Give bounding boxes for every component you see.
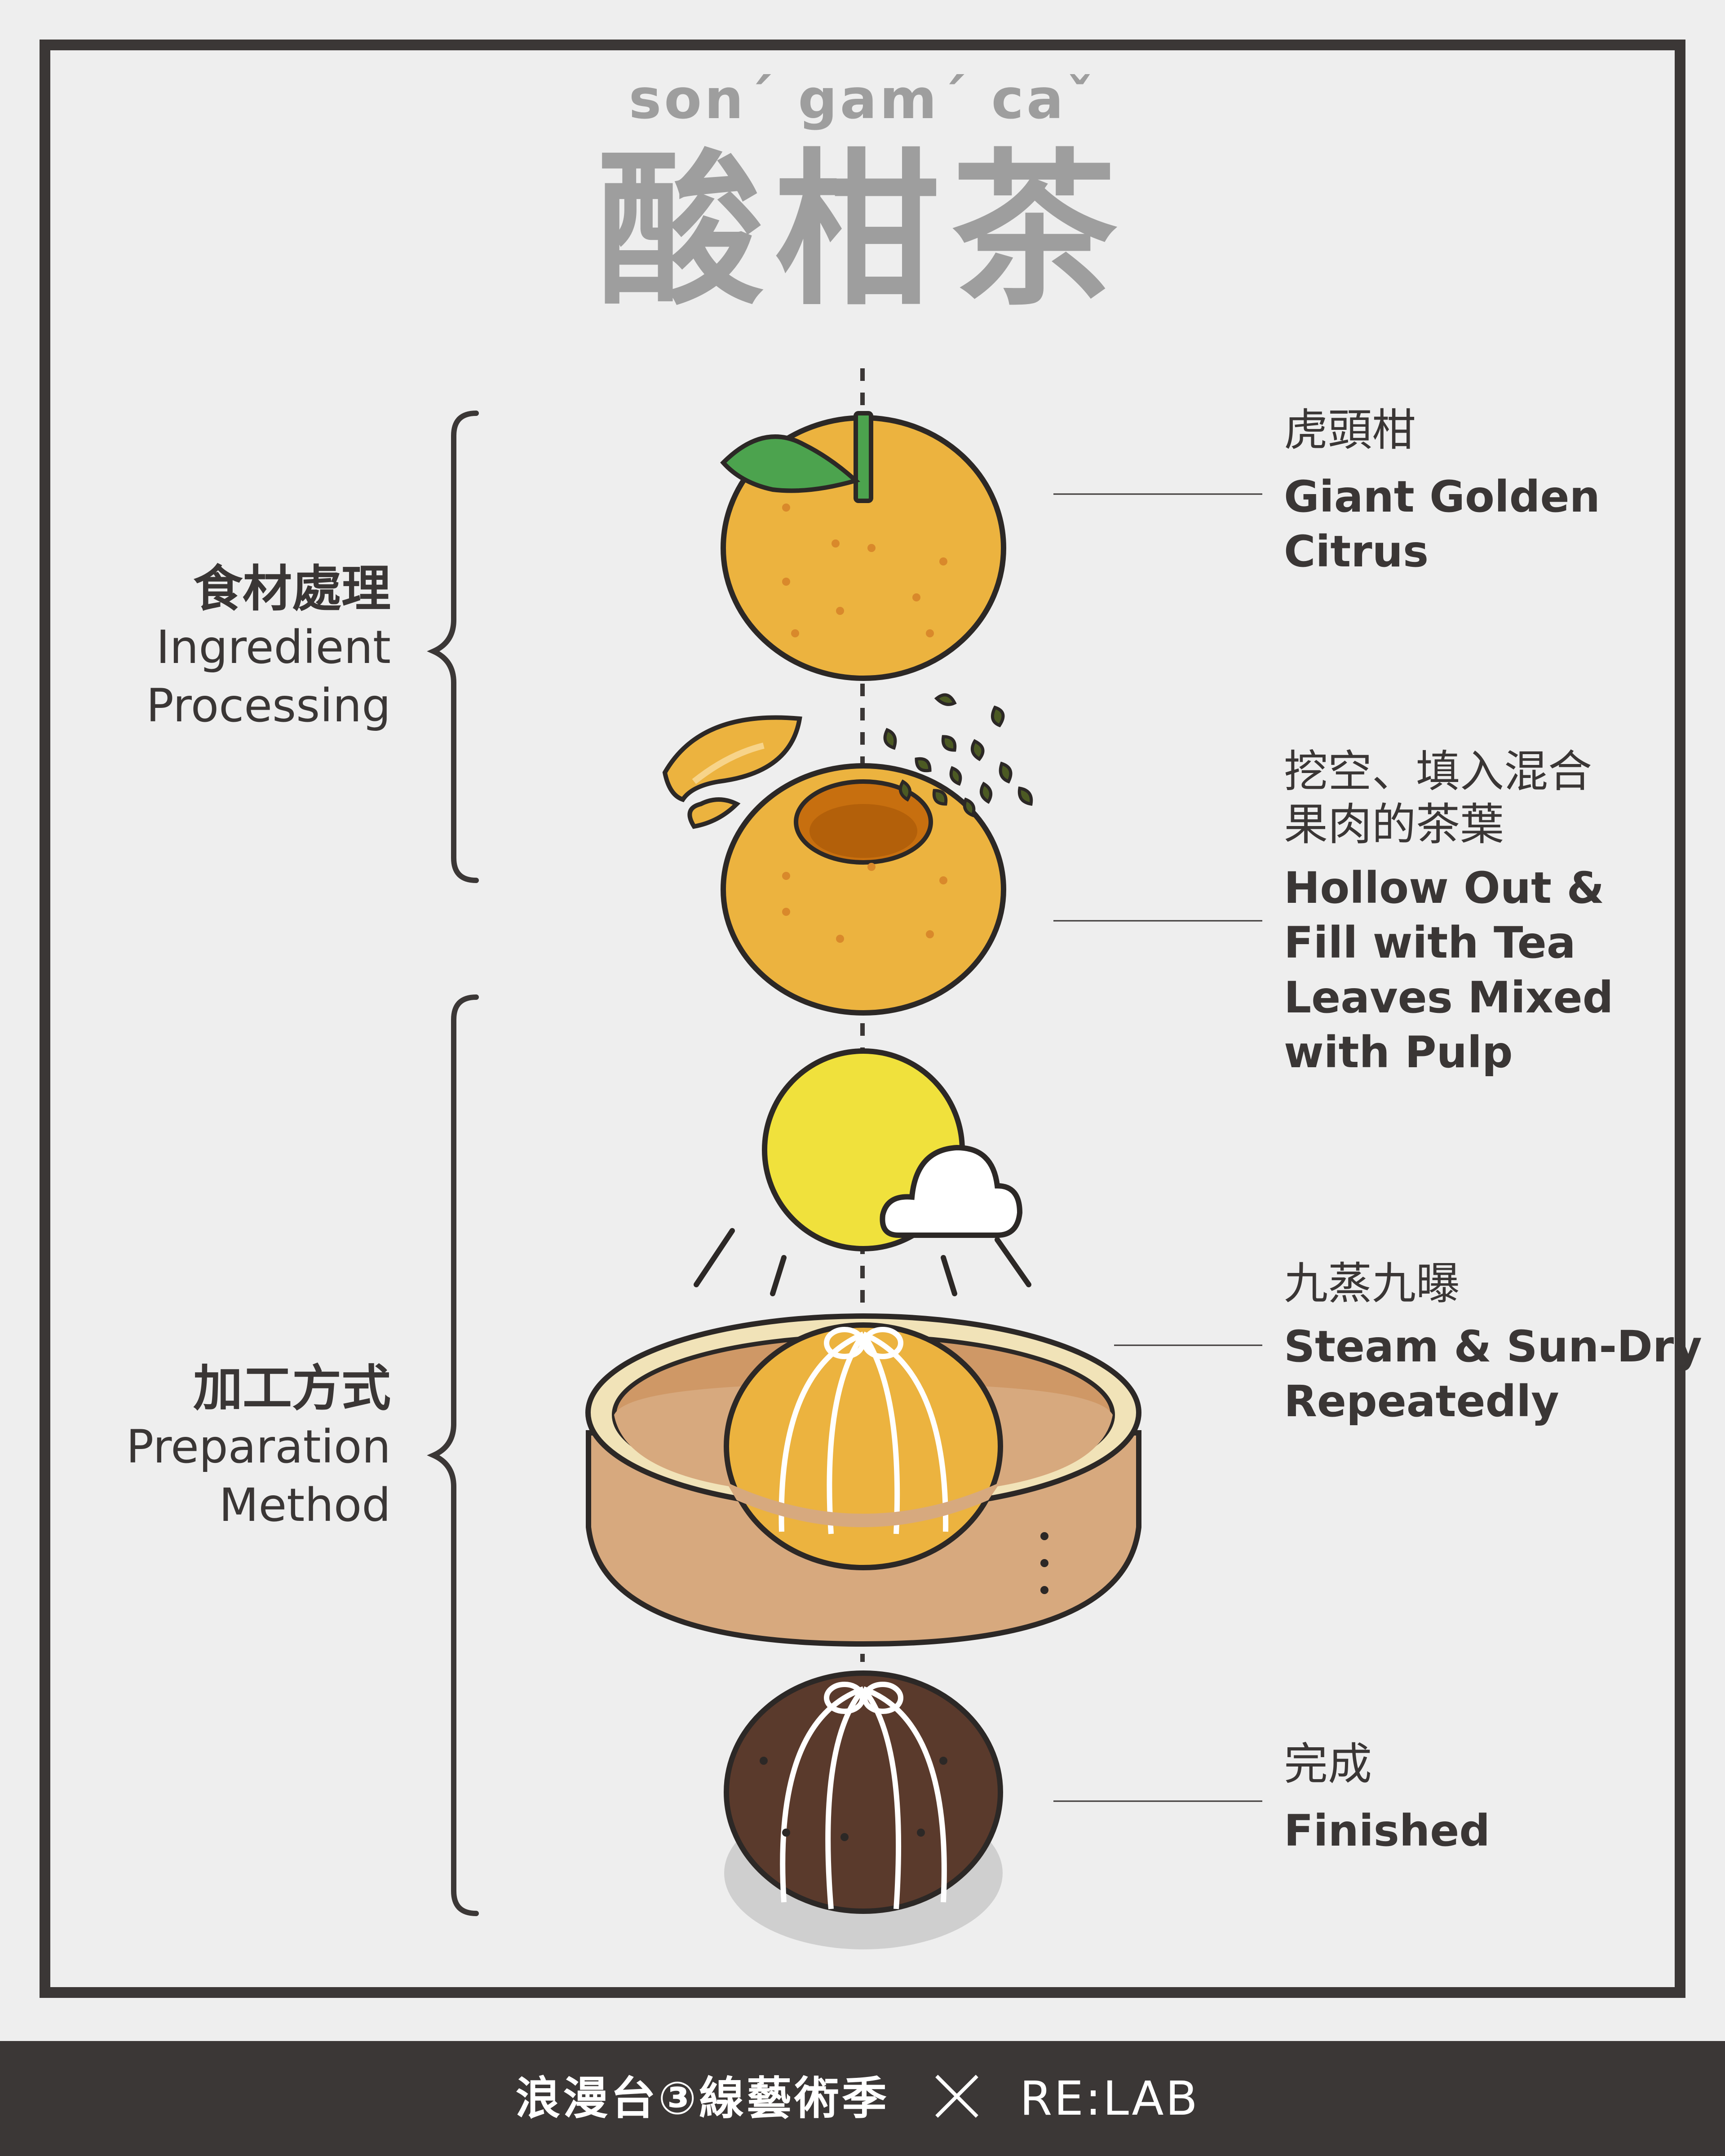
citrus-icon bbox=[720, 411, 1006, 681]
leader-lines bbox=[1053, 493, 1262, 1802]
step-2-en-2: Fill with Tea bbox=[1284, 918, 1576, 968]
step-3-zh: 九蒸九曝 bbox=[1284, 1258, 1460, 1309]
step-4-zh: 完成 bbox=[1284, 1739, 1372, 1790]
tied-citrus-icon bbox=[724, 1322, 1003, 1570]
category-preparation: 加工方式 Preparation Method bbox=[126, 1359, 391, 1534]
cloud-icon bbox=[880, 1144, 1023, 1238]
step-1-zh: 虎頭柑 bbox=[1284, 405, 1416, 456]
peel-icon bbox=[662, 715, 802, 829]
border-frame bbox=[40, 40, 1685, 1998]
step-3-en-1: Steam & Sun-Dry bbox=[1284, 1321, 1702, 1372]
step-2-en-4: with Pulp bbox=[1284, 1027, 1513, 1078]
brace-preparation bbox=[427, 994, 479, 1916]
category-preparation-zh: 加工方式 bbox=[193, 1360, 391, 1417]
step-finished: 完成 Finished bbox=[1284, 1738, 1490, 1859]
step-2-en-3: Leaves Mixed bbox=[1284, 972, 1614, 1023]
step-hollow-fill: 挖空、填入混合 果肉的茶葉 Hollow Out & Fill with Tea… bbox=[1284, 746, 1614, 1080]
page-title: 酸柑茶 bbox=[597, 135, 1128, 328]
step-3-en-2: Repeatedly bbox=[1284, 1376, 1559, 1427]
close-x-icon bbox=[935, 2075, 978, 2118]
hollow-citrus-icon bbox=[721, 763, 1006, 1016]
step-giant-citrus: 虎頭柑 Giant Golden Citrus bbox=[1284, 404, 1600, 579]
step-2-zh-1: 挖空、填入混合 bbox=[1284, 746, 1592, 797]
step-2-zh-2: 果肉的茶葉 bbox=[1284, 799, 1504, 850]
step-1-en-2: Citrus bbox=[1284, 526, 1429, 577]
finished-citrus-icon bbox=[724, 1670, 1003, 1949]
tea-leaves-icon bbox=[883, 693, 1033, 817]
step-2-en-1: Hollow Out & bbox=[1284, 863, 1605, 914]
step-steam-dry: 九蒸九曝 Steam & Sun-Dry Repeatedly bbox=[1284, 1258, 1702, 1429]
footer-bar: 浪漫台③線藝術季 RE:LAB bbox=[0, 2041, 1725, 2156]
footer-festival-name: 浪漫台③線藝術季 bbox=[515, 2072, 889, 2125]
brace-ingredient bbox=[427, 411, 479, 883]
category-ingredient-zh: 食材處理 bbox=[193, 560, 391, 618]
step-1-en-1: Giant Golden bbox=[1284, 471, 1600, 522]
category-preparation-en-2: Method bbox=[219, 1478, 391, 1532]
phonetic-reading: sonˊ gamˊ caˇ bbox=[628, 67, 1097, 131]
footer-relab-logo: RE:LAB bbox=[1020, 2071, 1199, 2126]
category-ingredient: 食材處理 Ingredient Processing bbox=[146, 559, 391, 735]
step-4-en-1: Finished bbox=[1284, 1805, 1491, 1856]
category-ingredient-en-2: Processing bbox=[146, 679, 391, 733]
category-ingredient-en-1: Ingredient bbox=[156, 621, 391, 674]
category-preparation-en-1: Preparation bbox=[126, 1420, 391, 1474]
